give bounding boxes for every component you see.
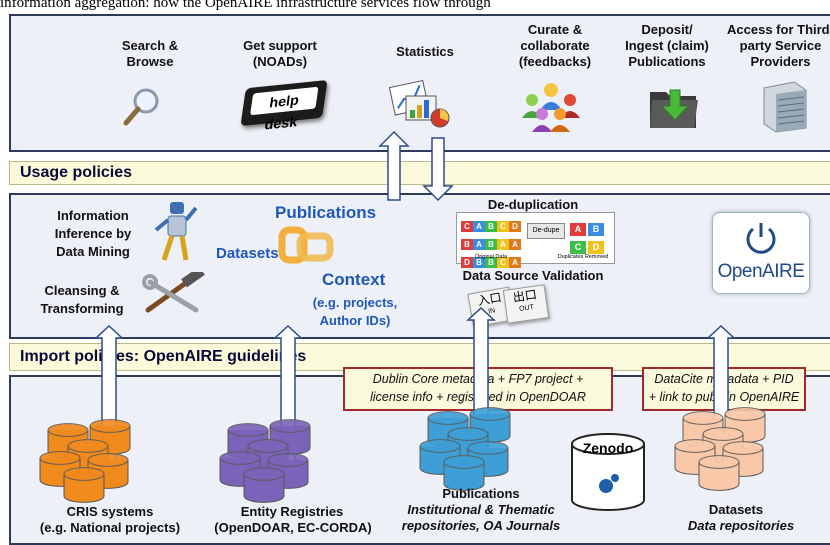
entity-registries-sub-label: (OpenDOAR, EC-CORDA) <box>214 520 372 535</box>
dedup-cell: A <box>509 239 521 250</box>
folder-download-icon <box>650 89 698 128</box>
dedup-cell: C <box>497 257 509 268</box>
robot-icon <box>154 202 198 261</box>
cris-cylinders-5 <box>63 467 105 503</box>
publications-concept-label: Publications <box>275 203 377 222</box>
magnifier-icon <box>123 88 159 126</box>
dedup-result-cell: A <box>570 223 586 236</box>
dedup-cell: B <box>485 221 497 232</box>
publications-source-sub-label: Institutional & Thematic repositories, O… <box>401 502 561 533</box>
dedup-cell: B <box>485 239 497 250</box>
service-label-support: Get support (NOADs) <box>243 38 317 69</box>
dedup-arrow: De-dupe <box>527 223 565 239</box>
publications-source-label: Publications <box>442 486 520 501</box>
dedup-cell: B <box>473 257 485 268</box>
entity-registries-cylinders-5 <box>243 467 285 503</box>
processing-panel <box>9 193 830 339</box>
hammer-wrench-icon <box>142 272 205 313</box>
charts-icon <box>388 80 450 128</box>
context-examples-label: (e.g. projects, Author IDs) <box>312 295 398 328</box>
dedup-result-cell: C <box>570 241 586 254</box>
cris-sub-label: (e.g. National projects) <box>39 520 181 535</box>
publications-cylinders-5 <box>443 455 485 491</box>
service-label-search: Search & Browse <box>121 38 179 69</box>
datasets-source-sub-label: Data repositories <box>687 518 795 533</box>
zenodo-cylinder-shape <box>571 433 645 511</box>
dedup-caption-left: Original Data <box>474 254 508 260</box>
zenodo-cylinder: Zenodo <box>570 432 646 512</box>
deduplication-label: De-duplication <box>487 197 579 212</box>
dedup-cell: B <box>461 239 473 250</box>
entity-registries-label: Entity Registries <box>240 504 344 519</box>
openaire-ring-icon <box>746 223 776 254</box>
datasets-concept-label: Datasets <box>216 245 279 262</box>
server-building-icon <box>763 81 807 133</box>
dedup-cell: A <box>473 239 485 250</box>
dedup-cell: C <box>497 221 509 232</box>
dedup-caption-right: Duplicates Removed <box>557 254 609 260</box>
information-inference-label: Information Inference by Data Mining <box>54 208 132 259</box>
dedup-cell: A <box>497 239 509 250</box>
people-group-icon <box>522 83 580 132</box>
openaire-logo-text: OpenAIRE <box>717 261 805 282</box>
service-label-curate: Curate & collaborate (feedbacks) <box>518 22 592 69</box>
cleansing-label: Cleansing & Transforming <box>40 283 124 316</box>
service-label-deposit: Deposit/ Ingest (claim) Publications <box>625 22 709 69</box>
links-chain-icon <box>278 226 334 264</box>
dedup-cell: A <box>509 257 521 268</box>
service-label-statistics: Statistics <box>396 44 454 59</box>
datasets-cylinders-5 <box>698 455 740 491</box>
dedup-result-cell: B <box>588 223 604 236</box>
service-label-third-party: Access for Third- party Service Provider… <box>727 22 830 69</box>
cris-label: CRIS systems <box>66 504 154 519</box>
dedup-cell: D <box>509 221 521 232</box>
top-caption: information aggregation: how the OpenAIR… <box>0 0 491 10</box>
entity-registries-cylinders-3 <box>219 451 261 487</box>
datasets-source-label: Datasets <box>708 502 764 517</box>
validation-label: Data Source Validation <box>462 268 604 283</box>
dedup-cell: D <box>461 257 473 268</box>
context-concept-label: Context <box>322 270 386 289</box>
openaire-logo: OpenAIRE <box>712 212 810 294</box>
dedup-cell: C <box>461 221 473 232</box>
dedup-cell: A <box>473 221 485 232</box>
usage-policies-band: Usage policies <box>9 161 830 185</box>
zenodo-label: Zenodo <box>582 440 634 456</box>
dedup-result-cell: D <box>588 241 604 254</box>
dedup-cell: B <box>485 257 497 268</box>
